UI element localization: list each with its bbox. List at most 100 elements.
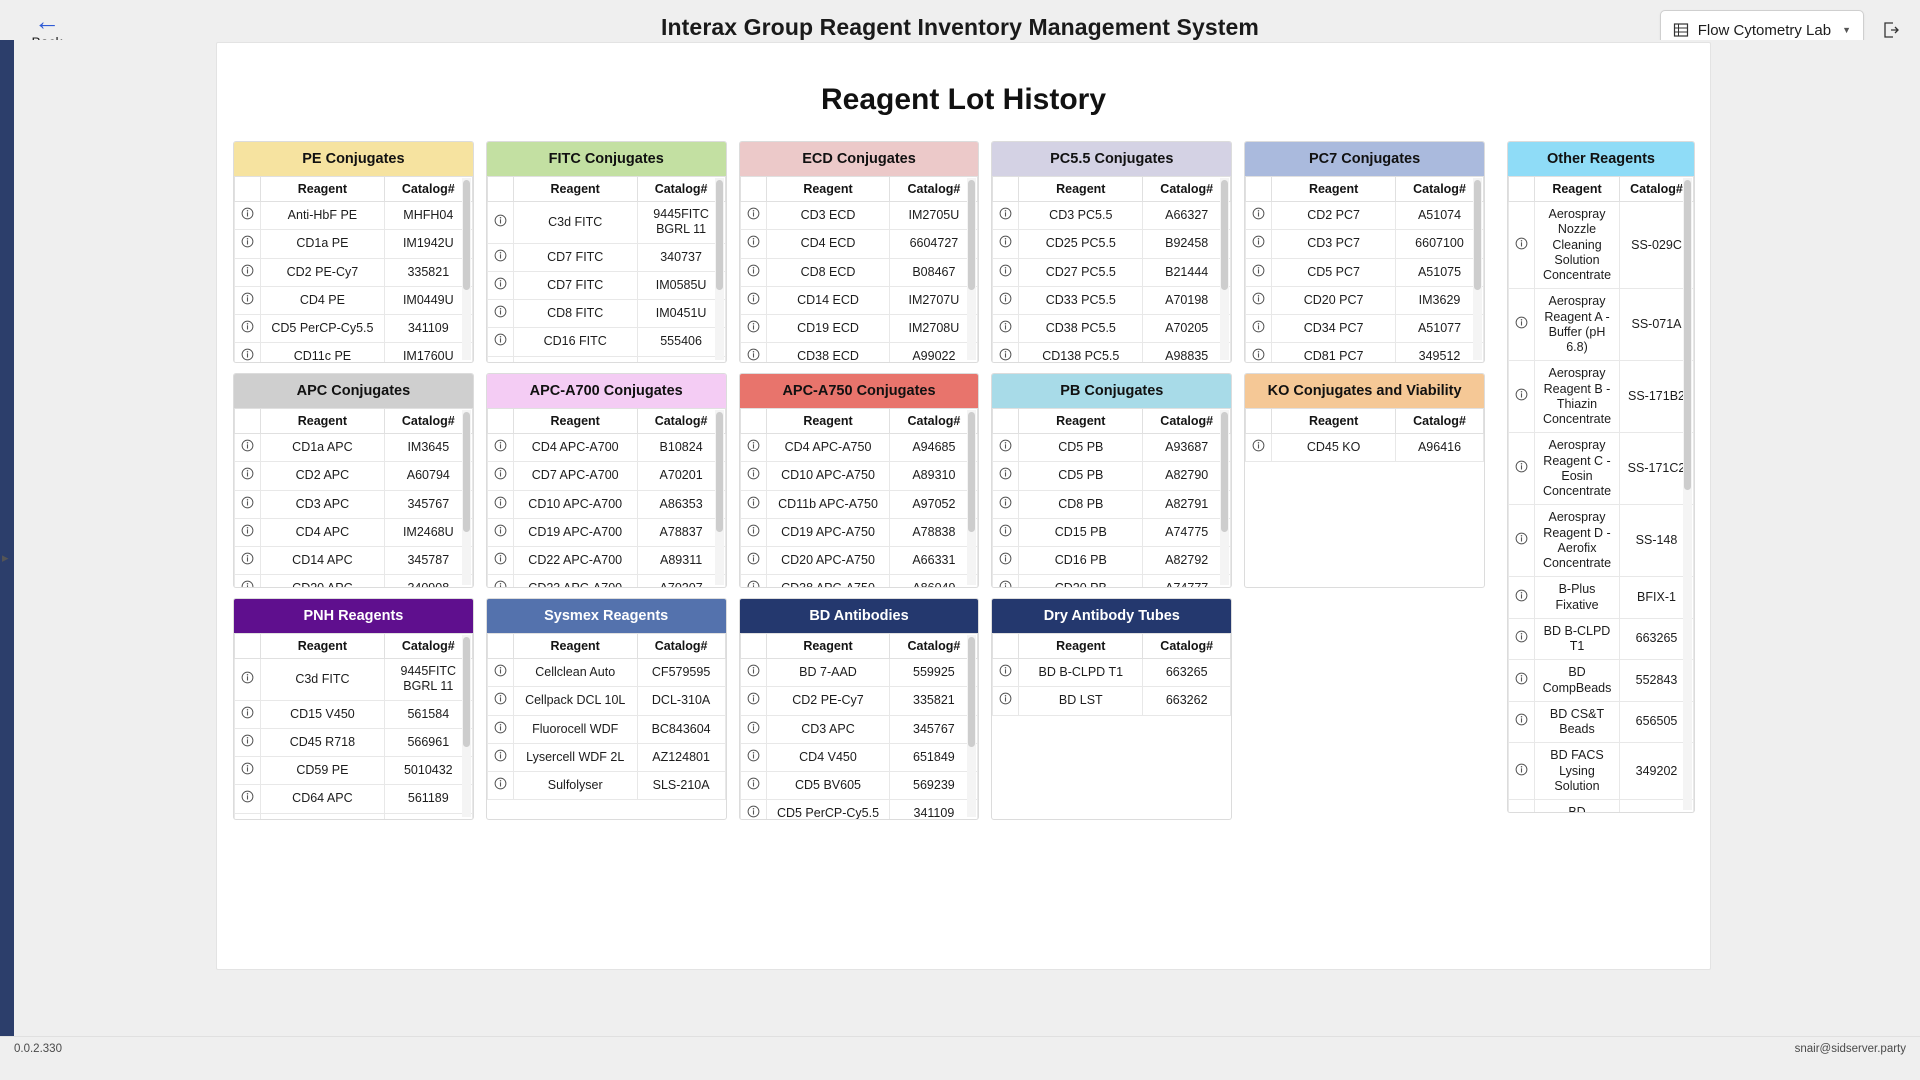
row-info-button[interactable] [234, 545, 261, 576]
row-info-button[interactable] [992, 229, 1020, 259]
row-info-button[interactable] [486, 489, 514, 519]
row-info-button[interactable] [486, 201, 514, 244]
table-row[interactable]: Aerospray Nozzle Cleaning Solution Conce… [1508, 200, 1694, 290]
logout-button[interactable] [1874, 10, 1908, 50]
row-info-button[interactable] [486, 742, 514, 773]
row-info-button[interactable] [486, 517, 514, 548]
row-info-button[interactable] [1508, 200, 1535, 290]
row-info-button[interactable] [234, 574, 261, 587]
row-info-button[interactable] [234, 257, 261, 287]
row-info-button[interactable] [234, 658, 261, 701]
scrollbar-thumb[interactable] [462, 637, 470, 747]
row-info-button[interactable] [486, 657, 514, 688]
row-info-button[interactable] [739, 461, 767, 491]
row-info-button[interactable] [1508, 799, 1535, 812]
table-row[interactable]: BD FACSClean Solution340345 [1508, 799, 1694, 812]
row-info-button[interactable] [234, 812, 261, 819]
row-info-button[interactable] [739, 432, 767, 463]
row-info-button[interactable] [486, 714, 514, 744]
row-info-button[interactable] [1508, 360, 1535, 434]
row-info-button[interactable] [739, 285, 767, 316]
sidebar-expand-handle[interactable]: ▸ [2, 550, 9, 565]
row-info-button[interactable] [992, 285, 1020, 316]
row-info-button[interactable] [739, 545, 767, 576]
row-info-button[interactable] [739, 742, 767, 773]
row-info-button[interactable] [1245, 257, 1273, 287]
row-info-button[interactable] [234, 489, 261, 519]
row-info-button[interactable] [486, 770, 514, 801]
row-info-button[interactable] [992, 200, 1020, 231]
row-info-button[interactable] [234, 517, 261, 548]
row-info-button[interactable] [486, 298, 514, 329]
row-info-button[interactable] [739, 714, 767, 744]
row-info-button[interactable] [739, 342, 767, 362]
scrollbar-thumb[interactable] [1221, 412, 1229, 532]
row-info-button[interactable] [234, 699, 261, 729]
row-info-button[interactable] [234, 313, 261, 344]
row-info-button[interactable] [234, 784, 261, 814]
row-info-button[interactable] [1245, 229, 1273, 259]
row-info-button[interactable] [992, 313, 1020, 344]
table-row[interactable]: CD30 FITCF084901-2 [486, 355, 726, 362]
row-info-button[interactable] [739, 313, 767, 344]
row-info-button[interactable] [992, 657, 1020, 688]
row-info-button[interactable] [739, 657, 767, 688]
row-info-button[interactable] [1508, 742, 1535, 800]
scrollbar-thumb[interactable] [715, 412, 723, 532]
row-info-button[interactable] [992, 686, 1020, 716]
row-info-button[interactable] [234, 432, 261, 463]
row-info-button[interactable] [1508, 617, 1535, 661]
table-row[interactable]: CD38 APC-A750A86049 [739, 574, 979, 587]
row-info-button[interactable] [739, 799, 767, 819]
row-info-button[interactable] [992, 342, 1020, 362]
row-info-button[interactable] [1245, 313, 1273, 344]
row-info-button[interactable] [234, 755, 261, 786]
row-info-button[interactable] [1245, 342, 1273, 362]
table-row[interactable]: Aerospray Reagent B - Thiazin Concentrat… [1508, 360, 1694, 434]
row-info-button[interactable] [234, 461, 261, 491]
scrollbar-track[interactable] [1683, 178, 1692, 810]
scrollbar-thumb[interactable] [968, 637, 976, 747]
row-info-button[interactable] [234, 727, 261, 758]
